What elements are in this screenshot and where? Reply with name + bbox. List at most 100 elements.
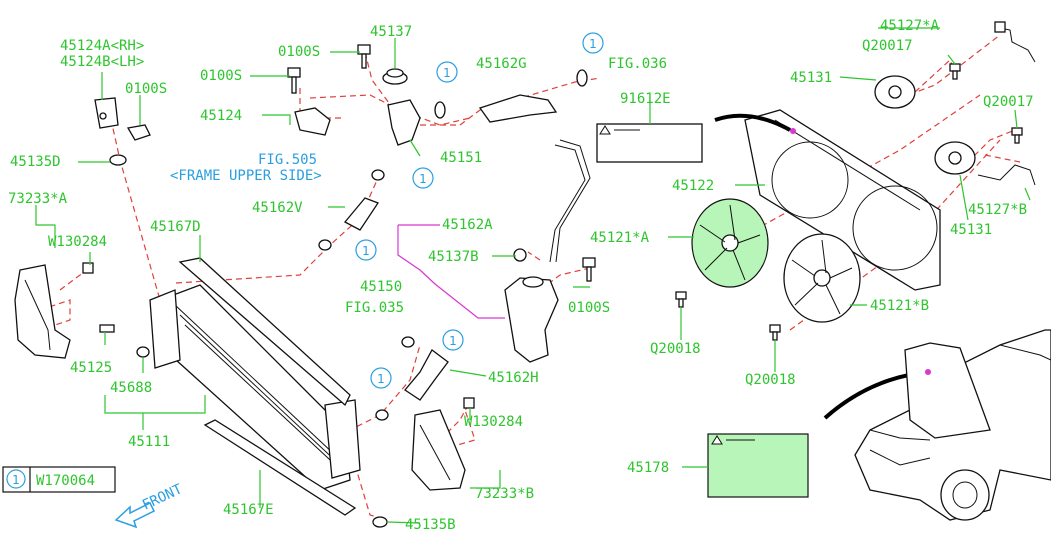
circled-number-icon: 1 (582, 32, 604, 54)
harness-45127a (994, 21, 1036, 63)
clamp-c (371, 169, 385, 181)
legend-box: 1 W170064 (2, 466, 116, 493)
label-45131b: 45131 (950, 222, 992, 238)
label-45111: 45111 (128, 434, 170, 450)
label-0100s-d: 0100S (568, 300, 610, 316)
label-plate-91612e (596, 123, 703, 163)
label-45124b: 45124B<LH> (60, 54, 144, 70)
part-labels: 45124A<RH> 45124B<LH> 0100S 0100S 0100S … (8, 18, 1034, 533)
label-front: FRONT (140, 481, 185, 514)
label-45162a: 45162A (442, 217, 493, 233)
svg-text:1: 1 (362, 244, 370, 258)
air-guide-right (411, 409, 466, 491)
drain-plug-45125 (99, 324, 115, 333)
label-45167e: 45167E (223, 502, 274, 518)
label-45131a: 45131 (790, 70, 832, 86)
hose-45162h (404, 349, 449, 401)
screw-q20018b (769, 324, 781, 341)
label-0100s-c: 0100S (125, 81, 167, 97)
label-45150: 45150 (360, 279, 402, 295)
label-45178: 45178 (627, 460, 669, 476)
bolt-0100s-a (287, 67, 301, 94)
label-45121a: 45121*A (590, 230, 650, 246)
label-fig505: FIG.505 (258, 152, 317, 168)
label-45127a: 45127*A (880, 18, 940, 34)
pointer-arrow-fan (714, 113, 791, 132)
leader-lines (35, 27, 1031, 524)
label-w130284a: W130284 (48, 234, 107, 250)
bolt-0100s-d (582, 257, 596, 282)
label-45688: 45688 (110, 380, 152, 396)
circled-number-icon: 1 (412, 167, 434, 189)
label-45162v: 45162V (252, 200, 303, 216)
circled-number-icon: 1 (355, 239, 377, 261)
label-0100s-a: 0100S (200, 68, 242, 84)
clip-w130284b (463, 397, 475, 409)
label-45162h: 45162H (488, 370, 539, 386)
screw-q20017a (949, 63, 961, 80)
harness-45127b (977, 164, 1036, 186)
car-illustration (854, 329, 1051, 521)
label-45135b: 45135B (405, 517, 456, 533)
label-45127b: 45127*B (968, 202, 1027, 218)
cap-45137b (513, 248, 527, 262)
label-q20017b: Q20017 (983, 94, 1034, 110)
reservoir-tank-45150 (504, 276, 559, 363)
label-q20018b: Q20018 (745, 372, 796, 388)
clamp-d (318, 239, 332, 251)
upper-bracket-45124 (94, 97, 331, 136)
filler-neck-45151 (387, 99, 421, 146)
fan-shroud-45122 (744, 109, 941, 291)
fan-motor-45131b (934, 141, 976, 175)
front-arrow-icon: FRONT (114, 481, 185, 529)
svg-text:1: 1 (449, 334, 457, 348)
circled-number-icon: 1 (442, 329, 464, 351)
radiator (149, 257, 361, 491)
label-45162g: 45162G (476, 56, 527, 72)
screw-q20018a (675, 291, 687, 308)
svg-text:1: 1 (419, 172, 427, 186)
cushion-45135d (109, 154, 127, 166)
warning-triangle-icon (599, 125, 611, 135)
label-0100s-b: 0100S (278, 44, 320, 60)
label-45137b: 45137B (428, 249, 479, 265)
svg-text:1: 1 (589, 37, 597, 51)
label-45151: 45151 (440, 150, 482, 166)
label-w170064: W170064 (36, 473, 95, 489)
label-45125: 45125 (70, 360, 112, 376)
hose-45162v (343, 197, 379, 231)
label-73233a: 73233*A (8, 191, 68, 207)
label-45122: 45122 (672, 178, 714, 194)
fan-blade-45121a (691, 198, 769, 288)
fan-blade-45121b (783, 233, 861, 323)
magenta-leaders (397, 128, 931, 375)
label-73233b: 73233*B (475, 486, 534, 502)
label-q20018a: Q20018 (650, 341, 701, 357)
label-45121b: 45121*B (870, 298, 929, 314)
label-45124a: 45124A<RH> (60, 38, 144, 54)
label-fig035: FIG.035 (345, 300, 404, 316)
bolt-0100s-c (126, 124, 151, 141)
label-45137: 45137 (370, 24, 412, 40)
hose-45162a (549, 139, 591, 263)
label-45124: 45124 (200, 108, 242, 124)
warning-triangle-icon (711, 435, 723, 445)
clamp-e (401, 336, 415, 348)
hose-45162g (478, 94, 558, 123)
o-ring-45688 (136, 346, 150, 358)
svg-text:1: 1 (377, 372, 385, 386)
label-fig036: FIG.036 (608, 56, 667, 72)
circled-number-icon: 1 (370, 367, 392, 389)
circled-number-icon: 1 (436, 61, 458, 83)
bolt-0100s-b (357, 44, 371, 69)
label-q20017a: Q20017 (862, 38, 913, 54)
air-guide-left (14, 264, 71, 359)
circled-number-icon (6, 469, 26, 489)
label-plate-45178 (707, 433, 809, 498)
legend-circle-number: 1 (12, 473, 20, 487)
label-45167d: 45167D (150, 219, 201, 235)
cushion-45135b (372, 516, 388, 528)
lower-deflector-45167e (203, 419, 357, 516)
clip-w130284a (82, 262, 94, 274)
